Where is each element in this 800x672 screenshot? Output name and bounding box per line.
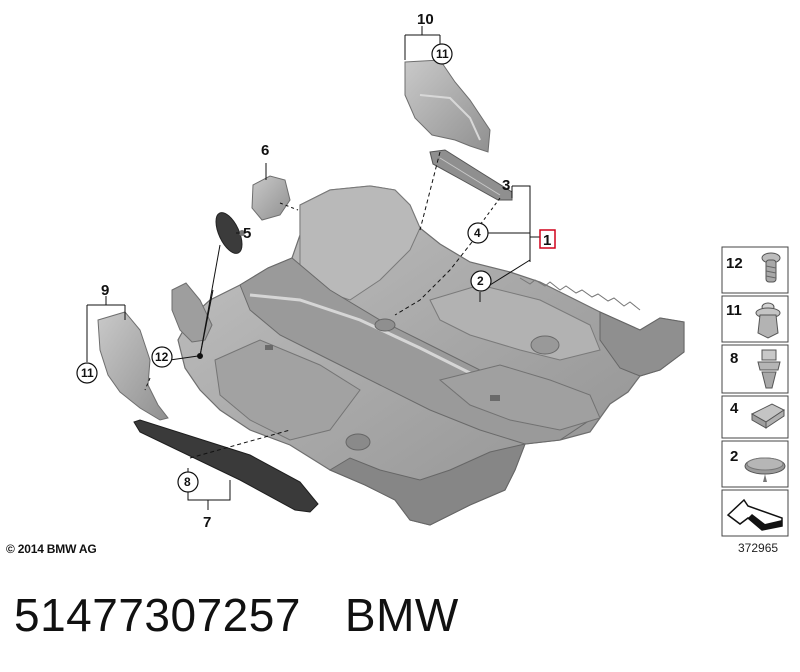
callout-6: 6 — [261, 142, 269, 159]
svg-text:2: 2 — [477, 274, 484, 288]
circle-callout-8: 8 — [177, 471, 199, 493]
legend-item-4: 4 — [721, 395, 789, 439]
svg-text:5: 5 — [243, 225, 251, 242]
svg-text:2: 2 — [730, 448, 738, 465]
svg-text:1: 1 — [543, 232, 551, 249]
trim-panel-10 — [404, 59, 491, 153]
clip-holder-icon — [750, 403, 785, 429]
oval-pad-5 — [215, 212, 245, 254]
copyright-notice: © 2014 BMW AG — [6, 542, 97, 556]
svg-text:4: 4 — [730, 400, 739, 417]
svg-text:8: 8 — [184, 475, 191, 489]
callout-5: 5 — [243, 225, 251, 242]
forward-direction-arrow-icon — [726, 498, 783, 531]
round-pad-icon — [744, 457, 786, 482]
plastic-clip-icon — [757, 349, 781, 389]
diagram-id: 372965 — [738, 541, 779, 555]
part-number: 51477307257 — [14, 589, 301, 641]
legend-item-8: 8 — [721, 344, 789, 394]
svg-text:12: 12 — [726, 255, 743, 272]
legend-item-12: 12 — [721, 246, 789, 294]
fastener-legend: 12 11 8 — [721, 246, 789, 537]
svg-text:9: 9 — [101, 282, 109, 299]
svg-text:8: 8 — [730, 350, 738, 367]
svg-text:4: 4 — [474, 226, 481, 240]
expanding-rivet-icon — [755, 302, 781, 339]
svg-text:11: 11 — [436, 47, 449, 61]
kick-panel-9 — [97, 282, 213, 421]
svg-text:12: 12 — [155, 350, 169, 364]
legend-item-2: 2 — [721, 440, 789, 488]
circle-callout-12: 12 — [151, 346, 173, 368]
svg-text:10: 10 — [417, 11, 434, 28]
sill-strip-7 — [133, 419, 319, 513]
circle-callout-11-top: 11 — [431, 43, 453, 65]
part-caption: 51477307257 BMW — [14, 588, 459, 642]
svg-text:3: 3 — [502, 177, 510, 194]
callout-10: 10 — [417, 11, 434, 28]
callout-3: 3 — [502, 177, 510, 194]
callout-9: 9 — [101, 282, 109, 299]
floor-carpet — [177, 185, 685, 526]
svg-text:6: 6 — [261, 142, 269, 159]
svg-text:11: 11 — [81, 366, 94, 380]
brand-name: BMW — [344, 589, 459, 641]
circle-callout-2: 2 — [470, 270, 492, 292]
svg-text:7: 7 — [203, 514, 211, 531]
screw-icon — [761, 252, 781, 283]
circle-callout-4: 4 — [467, 222, 489, 244]
circle-callout-11-left: 11 — [76, 362, 98, 384]
callout-1-highlighted: 1 — [539, 229, 556, 249]
legend-item-11: 11 — [721, 295, 789, 343]
sill-strip-3 — [429, 149, 513, 201]
insulator-6 — [251, 175, 291, 221]
svg-text:11: 11 — [726, 302, 742, 319]
legend-item-direction — [721, 489, 789, 537]
callout-7: 7 — [203, 514, 211, 531]
